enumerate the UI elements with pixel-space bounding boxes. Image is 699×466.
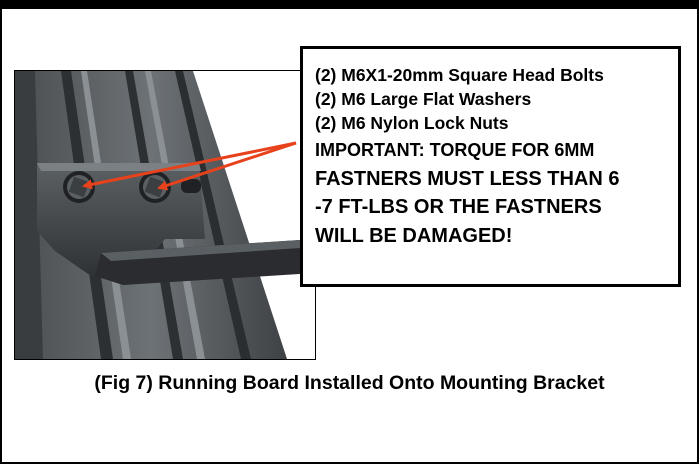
- warning-line: IMPORTANT: TORQUE FOR 6MM: [315, 140, 595, 160]
- bracket-photo: [14, 70, 316, 360]
- part-washers: (2) M6 Large Flat Washers: [315, 89, 532, 109]
- part-bolts: (2) M6X1-20mm Square Head Bolts: [315, 65, 604, 85]
- parts-callout: (2) M6X1-20mm Square Head Bolts (2) M6 L…: [300, 46, 681, 287]
- bolt-head-icon: [63, 171, 95, 203]
- top-band: [0, 0, 699, 9]
- warning-line: -7 FT-LBS OR THE FASTNERS: [315, 196, 602, 218]
- part-nuts: (2) M6 Nylon Lock Nuts: [315, 113, 509, 133]
- warning-line: FASTNERS MUST LESS THAN 6: [315, 167, 620, 190]
- warning-line: WILL BE DAMAGED!: [315, 224, 513, 247]
- figure-caption: (Fig 7) Running Board Installed Onto Mou…: [94, 372, 605, 394]
- bracket-illustration: [15, 71, 315, 359]
- bolt-head-icon: [139, 171, 171, 203]
- torque-warning: IMPORTANT: TORQUE FOR 6MM FASTNERS MUST …: [315, 136, 678, 250]
